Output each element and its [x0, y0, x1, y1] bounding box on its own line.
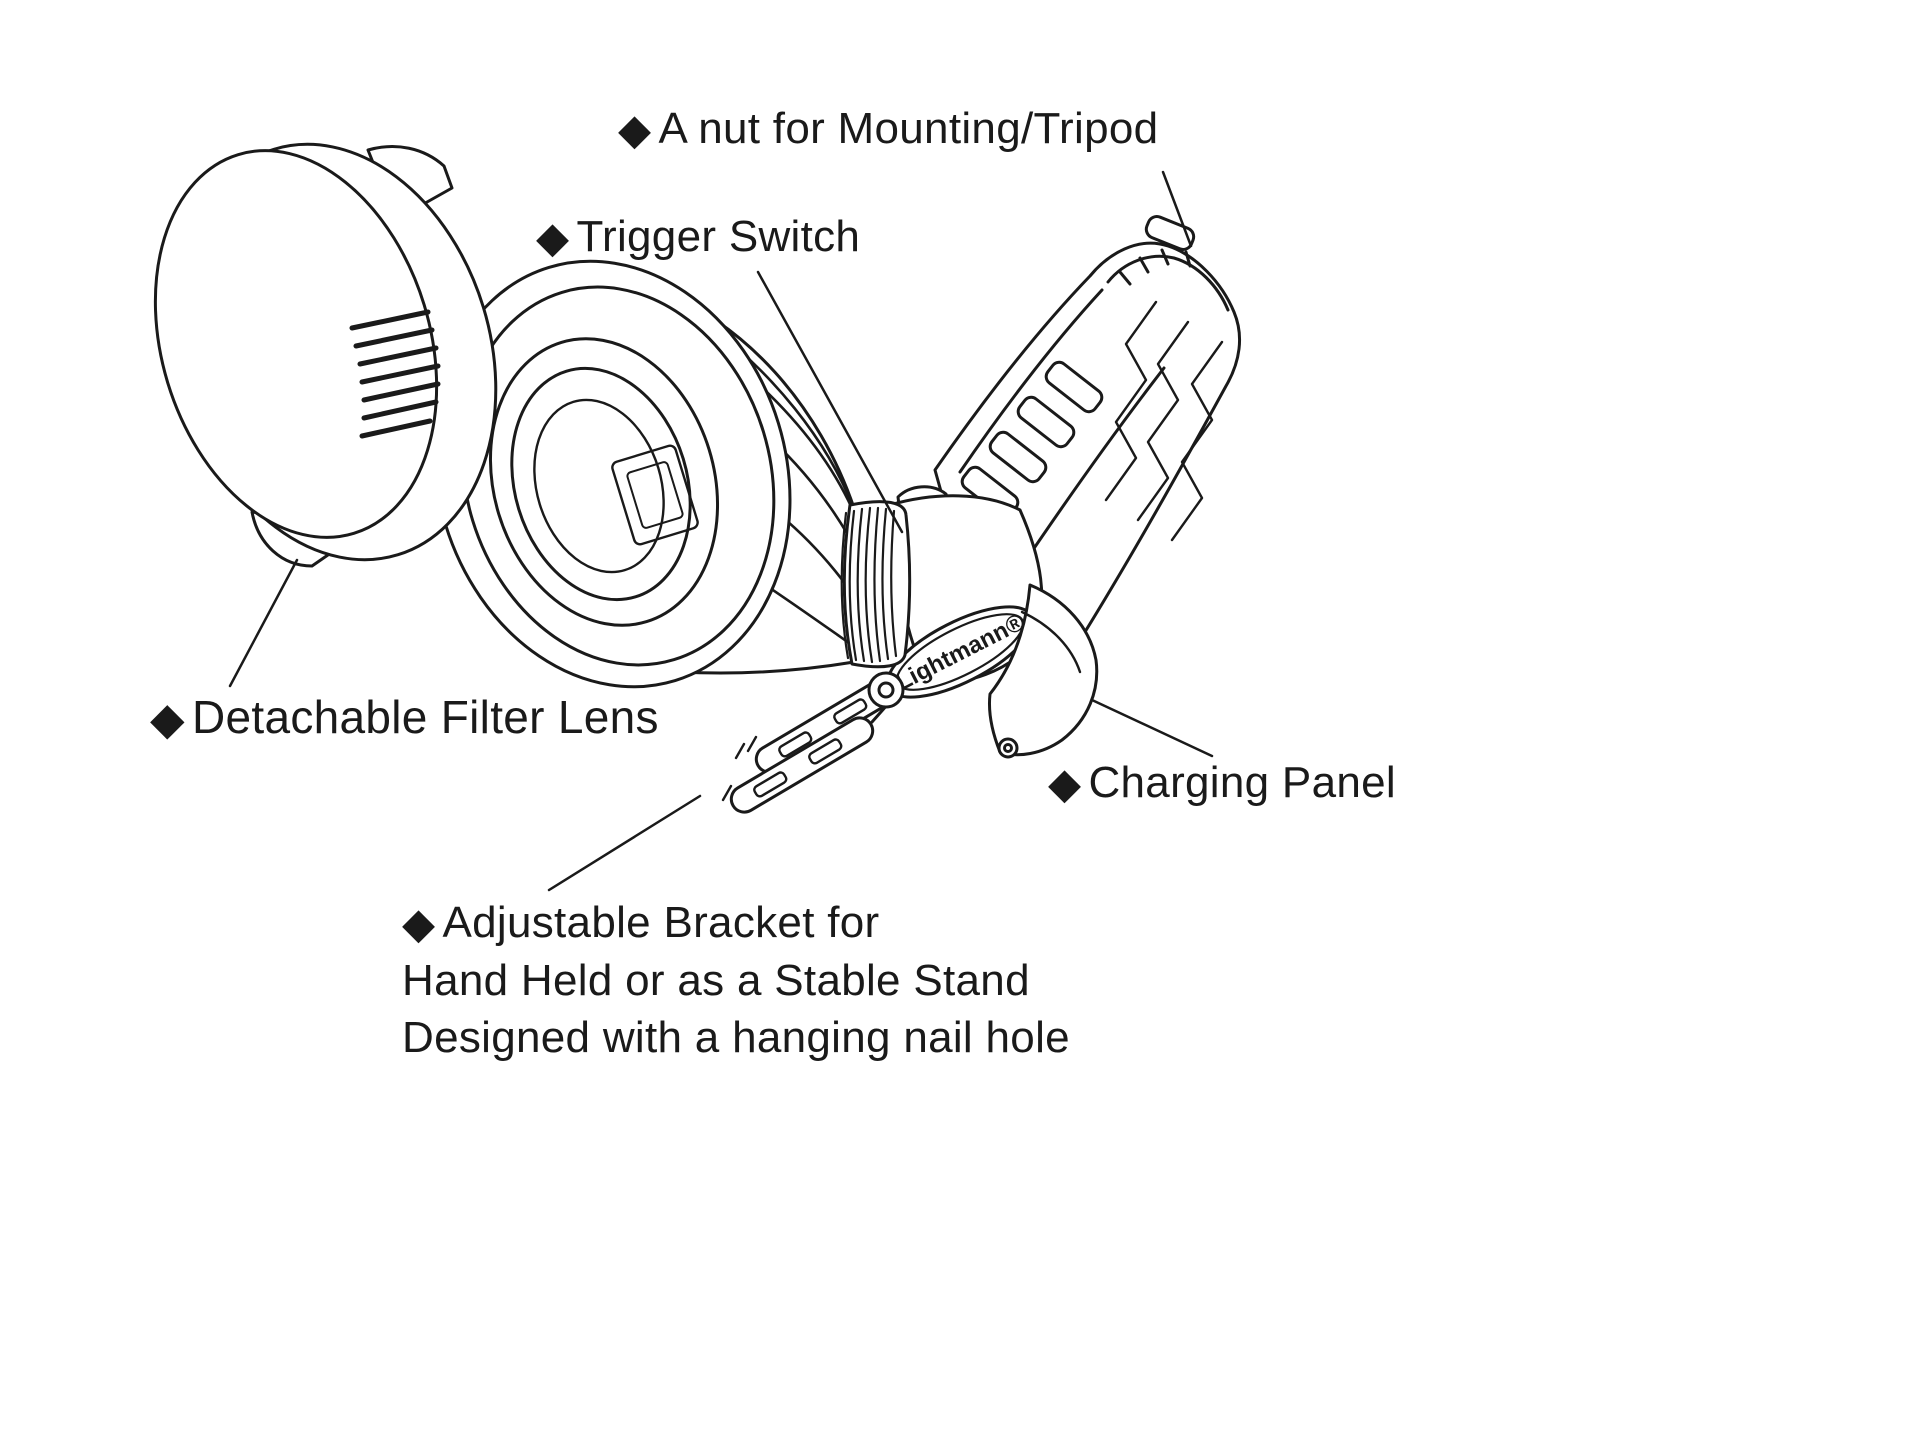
diamond-bullet-icon: ◆ [536, 214, 570, 262]
leader-bracket [547, 794, 702, 892]
label-mount-nut: ◆A nut for Mounting/Tripod [618, 104, 1158, 154]
label-charging-panel: ◆Charging Panel [1048, 758, 1396, 808]
ribbed-collar [840, 500, 912, 669]
leader-filter-lens [228, 558, 299, 688]
diamond-bullet-icon: ◆ [150, 693, 185, 744]
label-bracket-line-1: ◆Adjustable Bracket for [402, 894, 1070, 952]
label-filter-lens: ◆Detachable Filter Lens [150, 690, 659, 744]
filter-lens-drawing [153, 142, 498, 568]
lens-rings [488, 337, 720, 627]
handle-slot-openings [960, 360, 1104, 519]
label-trigger-switch-text: Trigger Switch [576, 212, 861, 261]
leader-lines [228, 170, 1214, 892]
label-charging-panel-text: Charging Panel [1088, 758, 1396, 807]
label-bracket-line-1-text: Adjustable Bracket for [442, 898, 880, 947]
diamond-bullet-icon: ◆ [402, 900, 436, 948]
leader-charging-panel [1090, 698, 1214, 758]
charging-panel-drawing [988, 583, 1099, 759]
label-trigger-switch: ◆Trigger Switch [536, 212, 860, 262]
filter-vent-lines [349, 309, 441, 439]
diamond-bullet-icon: ◆ [1048, 760, 1082, 808]
label-bracket-line-2: Hand Held or as a Stable Stand [402, 956, 1030, 1005]
spotlight-head-drawing [422, 259, 912, 689]
label-filter-lens-text: Detachable Filter Lens [191, 691, 659, 743]
diamond-bullet-icon: ◆ [618, 106, 652, 154]
mount-nut-drawing [1106, 215, 1230, 312]
label-mount-nut-text: A nut for Mounting/Tripod [658, 104, 1159, 153]
leader-trigger [756, 270, 904, 534]
bracket-drawing [721, 671, 905, 814]
label-bracket: ◆Adjustable Bracket for Hand Held or as … [402, 894, 1070, 1066]
label-bracket-line-3: Designed with a hanging nail hole [402, 1013, 1070, 1062]
leader-mount-nut [1161, 170, 1193, 248]
handle-knurl-texture [1104, 300, 1224, 542]
